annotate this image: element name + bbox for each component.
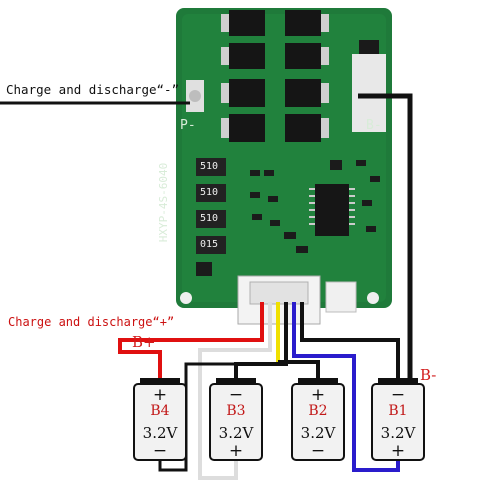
mosfet-array: [229, 10, 321, 142]
white-balance-wire: [198, 302, 272, 480]
cell-b3-name: B3: [226, 403, 246, 419]
cell-b1-voltage: 3.2V: [380, 424, 416, 442]
battery-b2: [291, 378, 345, 461]
cell-b3-top-sign: −: [228, 385, 244, 405]
resistor-code-1: 510: [200, 161, 219, 172]
battery-b4: [133, 378, 187, 461]
cell-b4-top-sign: +: [152, 385, 168, 405]
pad-b-minus-label: B-: [366, 118, 382, 133]
b-minus-label: B-: [420, 366, 437, 384]
board-model-label: HXYP-4S-6040: [157, 162, 171, 243]
cell-b4-name: B4: [150, 403, 170, 419]
cell-b3-text: − B3 3.2V +: [210, 387, 262, 460]
cell-b2-name: B2: [308, 403, 328, 419]
black-balance-wire-c: [300, 302, 400, 380]
cell-b1-text: − B1 3.2V +: [372, 387, 424, 460]
black-b2-link: [278, 360, 320, 378]
cell-b2-voltage: 3.2V: [300, 424, 336, 442]
protection-ic: [315, 184, 349, 236]
battery-b3: [209, 378, 263, 461]
cell-b2-top-sign: +: [310, 385, 326, 405]
cell-b2-bottom-sign: −: [310, 441, 326, 461]
resistor-code-4: 015: [200, 239, 219, 250]
b-minus-pad-area: [352, 54, 386, 132]
b-plus-label: B+: [132, 333, 156, 351]
neg-terminal-callout: Charge and discharge“-”: [6, 82, 180, 97]
cell-b1-name: B1: [388, 403, 408, 419]
black-balance-wire-b: [158, 362, 236, 472]
black-balance-wire-a: [234, 302, 288, 382]
b-plus-wire: [118, 302, 264, 378]
battery-b1: [371, 378, 425, 461]
resistor-code-2: 510: [200, 187, 219, 198]
cell-b4-bottom-sign: −: [152, 441, 168, 461]
b-minus-wire: [358, 93, 413, 380]
blue-balance-wire: [292, 302, 400, 472]
cell-b3-bottom-sign: +: [228, 441, 244, 461]
pos-terminal-callout: Charge and discharge“+”: [8, 315, 175, 329]
cell-b4-voltage: 3.2V: [142, 424, 178, 442]
cell-b1-top-sign: −: [390, 385, 406, 405]
cell-b1-bottom-sign: +: [390, 441, 406, 461]
pad-p-minus-label: P-: [180, 118, 196, 133]
cell-b3-voltage: 3.2V: [218, 424, 254, 442]
cell-b4-text: + B4 3.2V −: [134, 387, 186, 460]
resistor-bank: [196, 158, 226, 254]
resistor-code-3: 510: [200, 213, 219, 224]
cell-b2-text: + B2 3.2V −: [292, 387, 344, 460]
